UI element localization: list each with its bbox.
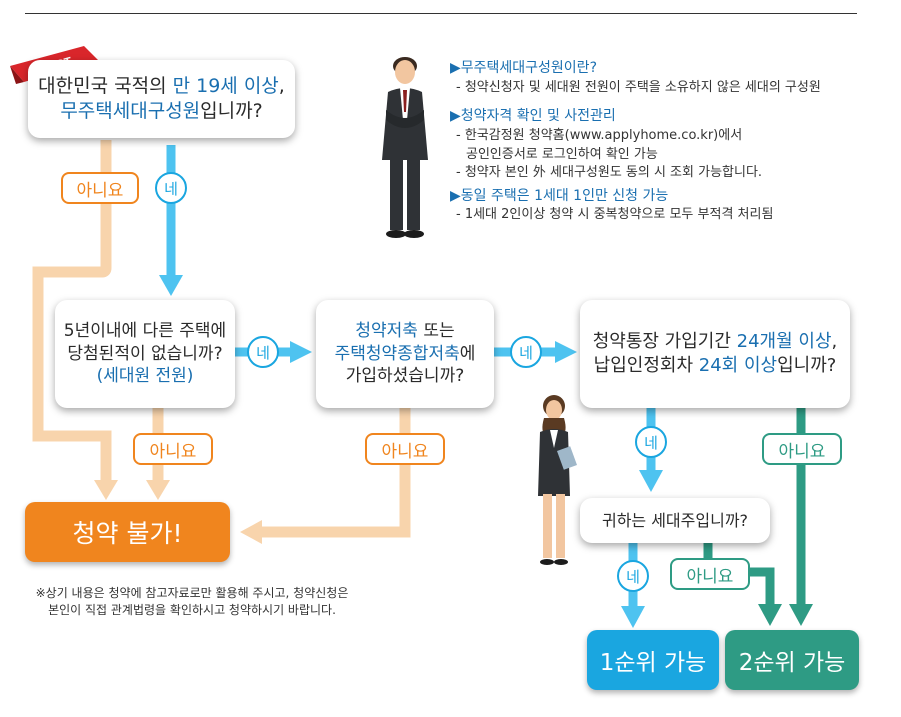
question-nationality-age: 대한민국 국적의 만 19세 이상, 무주택세대구성원입니까?: [28, 60, 295, 138]
label-yes-q4: 네: [635, 426, 667, 458]
result-not-eligible: 청약 불가!: [25, 502, 230, 562]
label-no-q1: 아니요: [61, 172, 139, 204]
info-title-2: ▶청약자격 확인 및 사전관리: [450, 108, 616, 125]
info-title-3: ▶동일 주택은 1세대 1인만 신청 가능: [450, 187, 669, 204]
info-title-1: ▶무주택세대구성원이란?: [450, 60, 597, 76]
no-path-arrowheads: [94, 480, 262, 544]
businessman-illustration: [382, 57, 428, 238]
result-rank-2: 2순위 가능: [725, 630, 859, 690]
info-panel: ▶무주택세대구성원이란? - 청약신청자 및 세대원 전원이 주택을 소유하지 …: [450, 55, 880, 225]
businesswoman-illustration: [538, 395, 577, 565]
question-household-head: 귀하는 세대주입니까?: [580, 498, 770, 543]
teal-path-arrowheads: [758, 604, 813, 626]
question-savings-account: 청약저축 또는 주택청약종합저축에 가입하셨습니까?: [316, 300, 494, 408]
label-yes-q5: 네: [617, 560, 649, 592]
label-yes-q2: 네: [247, 336, 279, 368]
label-no-q5: 아니요: [670, 558, 750, 590]
label-yes-q3: 네: [510, 336, 542, 368]
yes-path-arrowheads: [159, 275, 663, 628]
disclaimer-note: ※상기 내용은 청약에 참고자료로만 활용해 주시고, 청약신청은 본인이 직접…: [35, 586, 349, 618]
result-rank-1: 1순위 가능: [587, 630, 719, 690]
question-subscription-period: 청약통장 가입기간 24개월 이상, 납입인정회차 24회 이상입니까?: [580, 300, 850, 408]
top-divider: [25, 13, 857, 14]
label-no-q2: 아니요: [133, 433, 213, 465]
label-yes-q1: 네: [155, 172, 187, 204]
label-no-q3: 아니요: [365, 433, 445, 465]
question-no-prior-win: 5년이내에 다른 주택에 당첨된적이 없습니까? (세대원 전원): [55, 300, 235, 408]
label-no-q4: 아니요: [762, 433, 842, 465]
